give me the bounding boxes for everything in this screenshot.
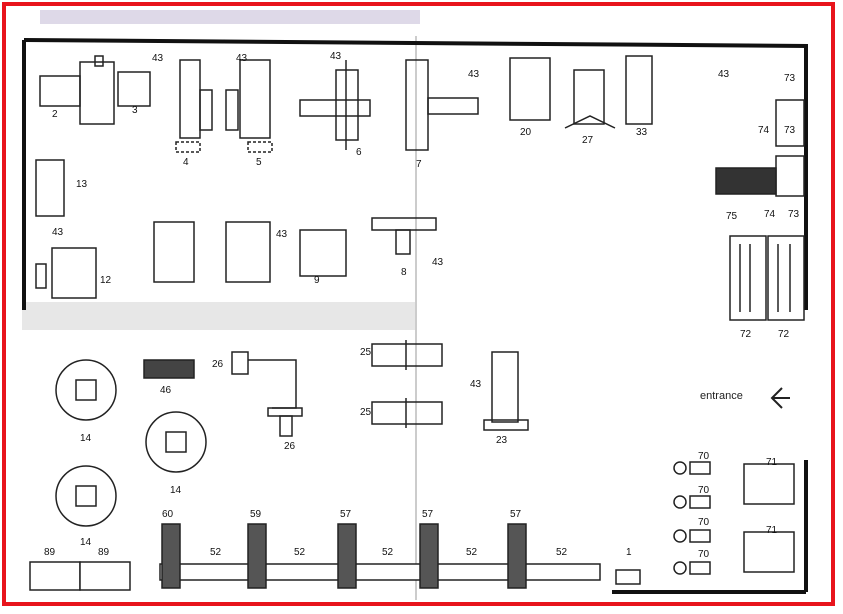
entrance-label: entrance [700, 390, 743, 402]
label-74a: 74 [758, 125, 770, 136]
label-74b: 74 [764, 209, 776, 220]
rack-bottom [159, 523, 641, 589]
label-26a: 26 [212, 359, 224, 370]
label-43c: 43 [330, 51, 342, 62]
machine-23 [483, 351, 529, 431]
seam-shadow [22, 302, 417, 330]
stations-14 [55, 359, 207, 527]
label-8: 8 [401, 267, 407, 278]
label-43b: 43 [236, 53, 248, 64]
label-43g: 43 [276, 229, 288, 240]
label-70b: 70 [698, 485, 710, 496]
label-13: 13 [76, 179, 88, 190]
label-14b: 14 [170, 485, 182, 496]
label-52d: 52 [466, 547, 478, 558]
label-43e: 43 [718, 69, 730, 80]
label-27: 27 [582, 135, 594, 146]
label-20: 20 [520, 127, 532, 138]
label-52e: 52 [556, 547, 568, 558]
label-71a: 71 [766, 457, 778, 468]
label-89a: 89 [44, 547, 56, 558]
label-26b: 26 [284, 441, 296, 452]
label-71b: 71 [766, 525, 778, 536]
label-72b: 72 [778, 329, 790, 340]
label-4: 4 [183, 157, 189, 168]
machine-72 [729, 235, 805, 321]
machine-6-7 [299, 59, 479, 151]
label-25b: 25 [360, 407, 372, 418]
label-73a: 73 [784, 73, 796, 84]
label-6: 6 [356, 147, 362, 158]
label-14a: 14 [80, 433, 92, 444]
label-57b: 57 [422, 509, 434, 520]
label-59: 59 [250, 509, 262, 520]
label-70d: 70 [698, 549, 710, 560]
machine-20-27-33 [509, 55, 653, 129]
label-25a: 25 [360, 347, 372, 358]
label-14c: 14 [80, 537, 92, 548]
label-70a: 70 [698, 451, 710, 462]
label-43f: 43 [52, 227, 64, 238]
label-72a: 72 [740, 329, 752, 340]
walls [22, 38, 809, 594]
label-43i: 43 [470, 379, 482, 390]
label-75: 75 [726, 211, 738, 222]
label-46: 46 [160, 385, 172, 396]
label-73b: 73 [784, 125, 796, 136]
machine-4-5 [175, 59, 273, 153]
machine-46-26 [143, 351, 303, 437]
label-7: 7 [416, 159, 422, 170]
machine-2-3 [39, 55, 151, 125]
label-43h: 43 [432, 257, 444, 268]
label-33: 33 [636, 127, 648, 138]
label-5: 5 [256, 157, 262, 168]
label-3: 3 [132, 105, 138, 116]
bench-89 [29, 561, 131, 591]
label-60: 60 [162, 509, 174, 520]
label-57a: 57 [340, 509, 352, 520]
label-43d: 43 [468, 69, 480, 80]
machine-73-74 [715, 99, 805, 197]
label-57c: 57 [510, 509, 522, 520]
label-12: 12 [100, 275, 112, 286]
label-73c: 73 [788, 209, 800, 220]
header-bar [40, 10, 420, 24]
label-43a: 43 [152, 53, 164, 64]
label-70c: 70 [698, 517, 710, 528]
label-2: 2 [52, 109, 58, 120]
label-52a: 52 [210, 547, 222, 558]
label-52c: 52 [382, 547, 394, 558]
machine-25 [371, 340, 443, 428]
entrance-arrow-icon [770, 387, 790, 409]
label-52b: 52 [294, 547, 306, 558]
label-1: 1 [626, 547, 632, 558]
label-9: 9 [314, 275, 320, 286]
machine-70-71 [673, 461, 795, 575]
machine-left-mid [35, 159, 437, 299]
label-89b: 89 [98, 547, 110, 558]
label-23: 23 [496, 435, 508, 446]
